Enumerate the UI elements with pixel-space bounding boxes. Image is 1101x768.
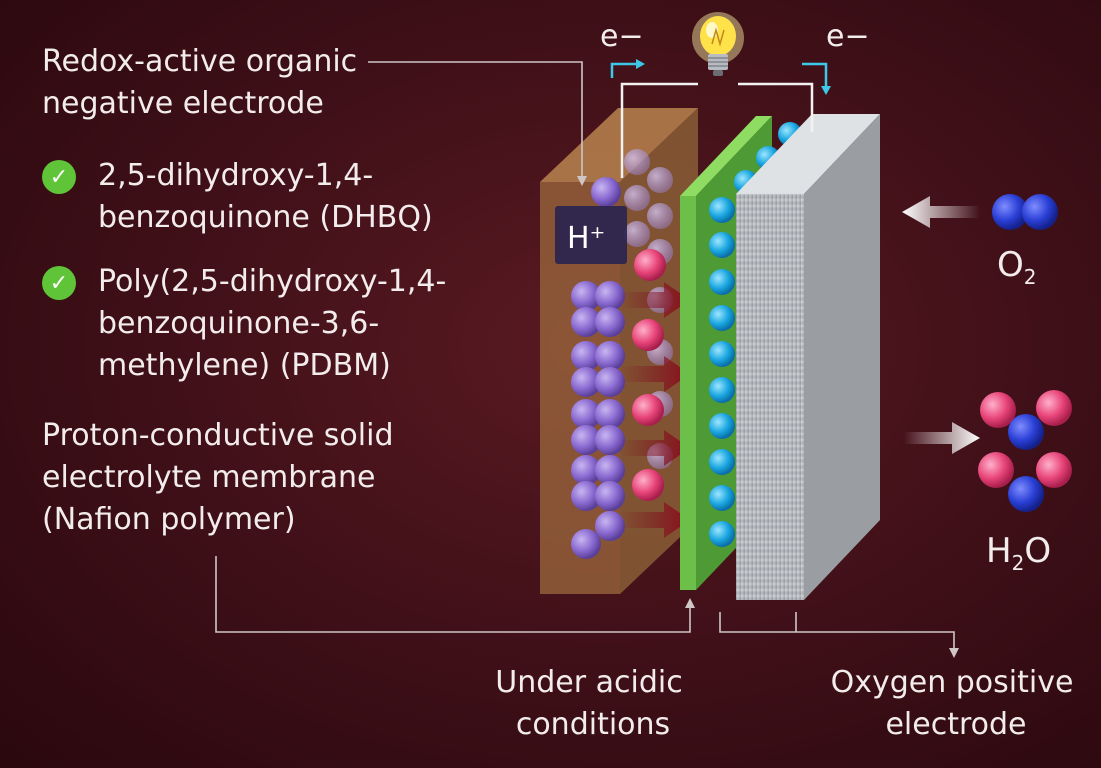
water-label-tail: O [1024, 531, 1051, 571]
electron-label-right: e− [826, 19, 870, 54]
oxygen-label-subscript: 2 [1024, 265, 1037, 289]
membrane-label-line3: (Nafion polymer) [42, 502, 296, 537]
proton-particles [632, 249, 666, 501]
oxygen-label-base: O [997, 245, 1024, 285]
positive-electrode-label-line1: Oxygen positive [831, 665, 1074, 700]
leader-lines [215, 61, 959, 658]
light-bulb-icon [692, 12, 744, 76]
material-pdbm-line3: methylene) (PDBM) [98, 348, 391, 383]
negative-electrode-title-line1: Redox-active organic [42, 44, 358, 79]
external-circuit [620, 82, 814, 178]
material-dhbq-line2: benzoquinone (DHBQ) [98, 200, 433, 235]
material-pdbm-line2: benzoquinone-3,6- [98, 306, 380, 341]
water-label: H2O [986, 531, 1051, 575]
check-icon: ✓ [42, 160, 76, 194]
material-dhbq-line1: 2,5-dihydroxy-1,4- [98, 158, 374, 193]
water-label-subscript: 2 [1012, 551, 1025, 575]
positive-electrode-block [736, 114, 880, 600]
water-molecules [978, 390, 1072, 512]
proton-flow-arrows [620, 282, 690, 538]
acidic-label-line2: conditions [516, 707, 670, 742]
oxygen-label: O2 [997, 245, 1037, 289]
oxygen-molecule [992, 194, 1058, 230]
proton-label: H⁺ [567, 221, 605, 256]
water-label-base: H [986, 531, 1012, 571]
material-pdbm-line1: Poly(2,5-dihydroxy-1,4- [98, 264, 447, 299]
water-outflow-arrow [904, 422, 980, 454]
check-icon: ✓ [42, 266, 76, 300]
positive-electrode-label-line2: electrode [885, 707, 1026, 742]
membrane-label-line1: Proton-conductive solid [42, 418, 394, 453]
electron-flow-arrows [610, 59, 831, 95]
electron-label-left: e− [600, 19, 644, 54]
catalyst-particles [709, 122, 802, 547]
negative-electrode-title-line2: negative electrode [42, 86, 324, 121]
oxygen-inflow-arrow [902, 196, 980, 228]
acidic-label-line1: Under acidic [495, 665, 682, 700]
proton-label-box [555, 206, 627, 264]
organic-molecule-particles [571, 177, 625, 559]
membrane-label-line2: electrolyte membrane [42, 460, 376, 495]
